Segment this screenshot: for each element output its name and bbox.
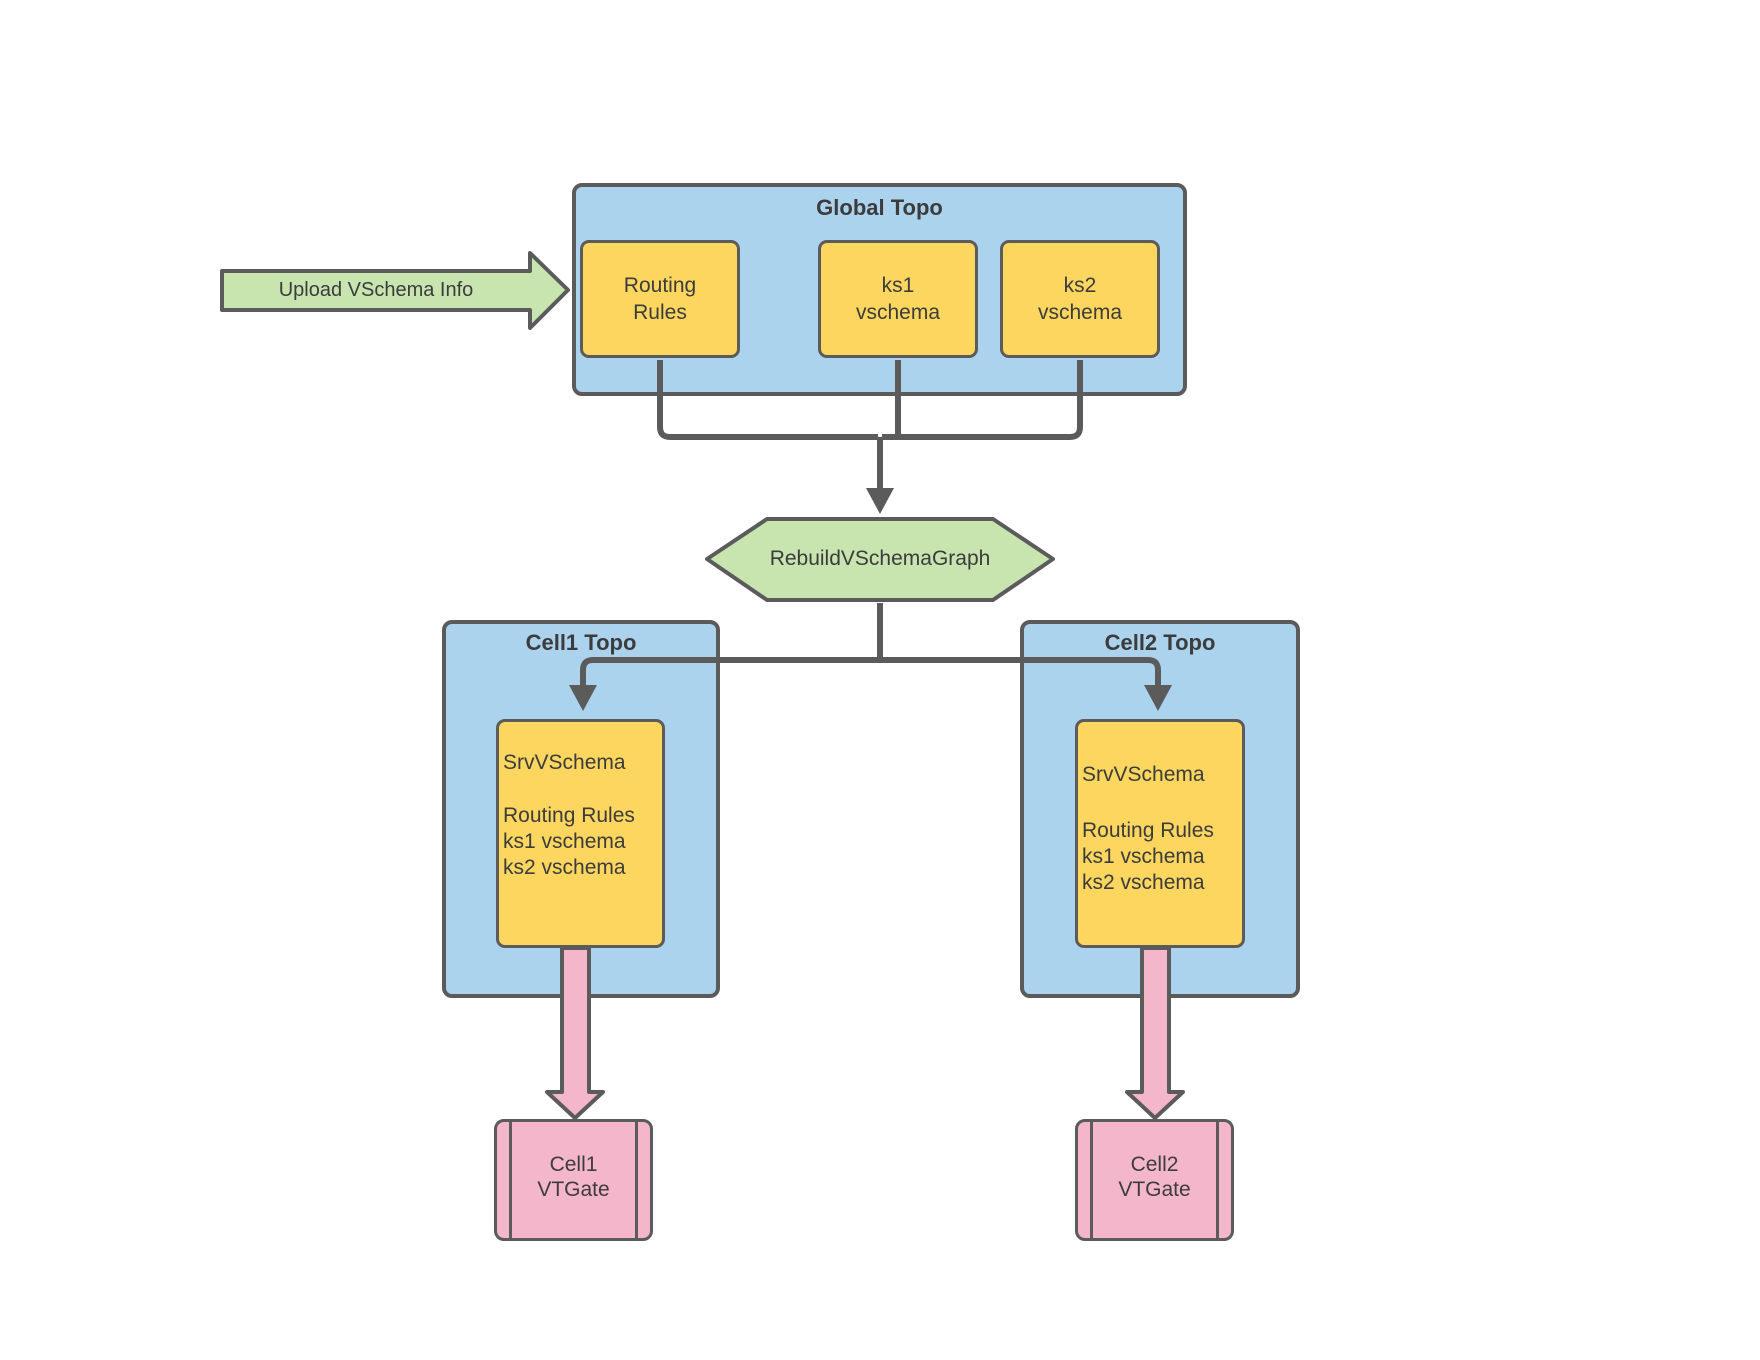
cell2-vtgate-line2: VTGate: [1118, 1178, 1191, 1201]
cell2-topo-title: Cell2 Topo: [1104, 630, 1216, 655]
cell1-srvvschema-heading: SrvVSchema: [503, 751, 626, 774]
cell2-rule-line1: Routing Rules: [1082, 819, 1214, 842]
cell1-vtgate-node: [494, 1119, 653, 1241]
ks1-label-line2: vschema: [855, 301, 941, 324]
ks1-label-line1: ks1: [881, 274, 915, 297]
ks2-vschema-node: ks2 vschema: [1000, 240, 1160, 358]
cell1-vtgate-line2: VTGate: [537, 1178, 610, 1201]
cell2-rule-line2: ks1 vschema: [1082, 845, 1205, 868]
vtgate1-right-bar: [635, 1122, 638, 1238]
cell1-rule-line2: ks1 vschema: [503, 830, 626, 853]
cell2-srvvschema-heading: SrvVSchema: [1082, 763, 1205, 786]
cell2-srvvschema-text: SrvVSchema Routing Rules ks1 vschema ks2…: [1082, 722, 1240, 945]
cell2-srvvschema-node: [1075, 719, 1245, 948]
cell1-srvvschema-node: [496, 719, 665, 948]
cell1-vtgate-line1: Cell1: [549, 1153, 598, 1176]
ks1-vschema-node: ks1 vschema: [818, 240, 978, 358]
routing-rules-label-line2: Rules: [633, 301, 687, 324]
cell1-srvvschema-text: SrvVSchema Routing Rules ks1 vschema ks2…: [503, 722, 661, 945]
cell1-rule-line1: Routing Rules: [503, 804, 635, 827]
routing-rules-node: Routing Rules: [580, 240, 740, 358]
cell2-rule-line3: ks2 vschema: [1082, 871, 1205, 894]
cell1-topo-title: Cell1 Topo: [525, 630, 637, 655]
vtgate2-right-bar: [1216, 1122, 1219, 1238]
global-topo-title: Global Topo: [816, 195, 943, 220]
vtgate2-left-bar: [1090, 1122, 1093, 1238]
cell2-vtgate-label: Cell2 VTGate: [1075, 1152, 1234, 1202]
ks2-label-line1: ks2: [1063, 274, 1097, 297]
vtgate1-left-bar: [509, 1122, 512, 1238]
routing-rules-label-line1: Routing: [623, 274, 697, 297]
upload-vschema-arrow-label: Upload VSchema Info: [278, 279, 474, 301]
ks2-label-line2: vschema: [1037, 301, 1123, 324]
rebuild-vschemagraph-label: RebuildVSchemaGraph: [769, 547, 991, 570]
arrowhead-into-hexagon: [866, 488, 894, 514]
cell2-vtgate-node: [1075, 1119, 1234, 1241]
cell1-rule-line3: ks2 vschema: [503, 856, 626, 879]
cell1-vtgate-label: Cell1 VTGate: [494, 1152, 653, 1202]
cell2-vtgate-line1: Cell2: [1130, 1153, 1179, 1176]
